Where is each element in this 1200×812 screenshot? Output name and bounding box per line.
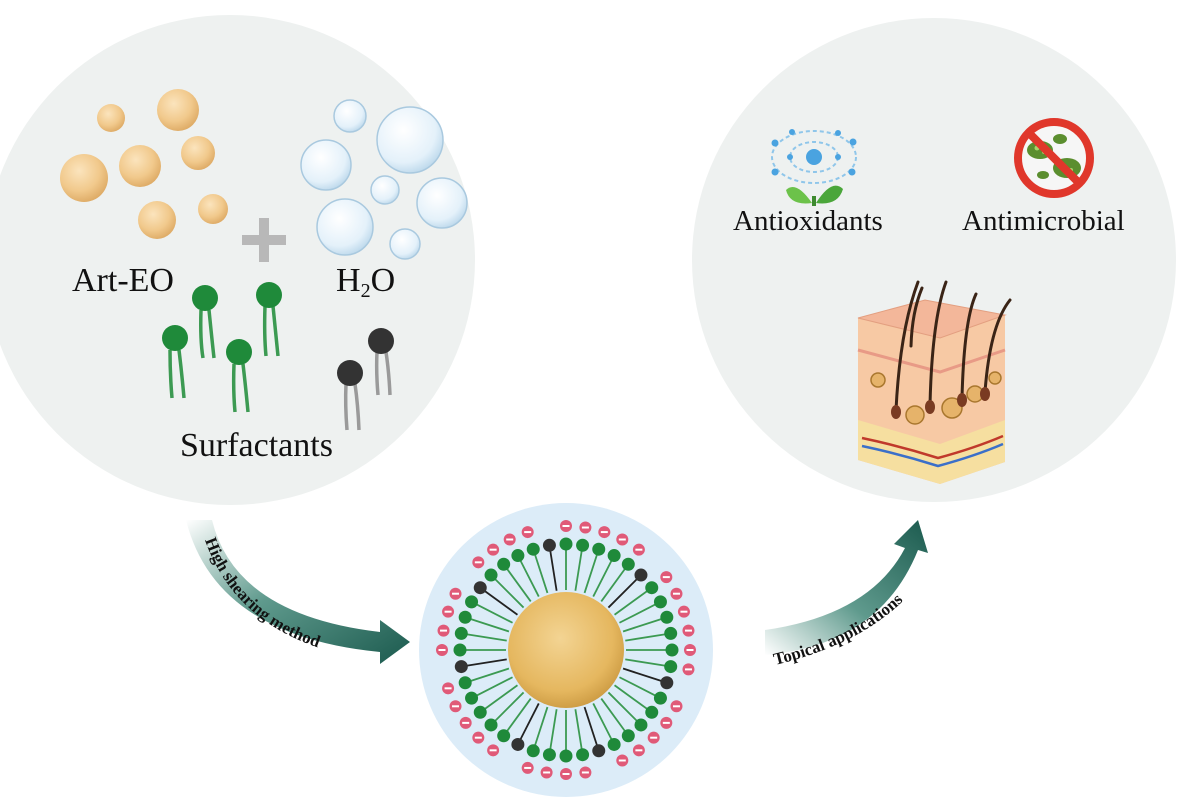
antimicrobial-label: Antimicrobial (962, 205, 1125, 237)
h2o-h: H (336, 262, 361, 299)
no-bacteria-icon (1014, 118, 1094, 198)
water-droplets (300, 99, 468, 260)
topical-arrow (765, 520, 928, 655)
atom-icon (771, 129, 857, 184)
h2o-o: O (370, 262, 396, 299)
h2o-label: H2O (336, 262, 395, 303)
ingredients-panel (0, 15, 475, 505)
high-shearing-label: High shearing method (201, 535, 323, 652)
oil-droplets (60, 89, 228, 239)
nanoemulsion (419, 503, 713, 797)
leaf-icon (786, 185, 843, 206)
h2o-subscript: 2 (360, 280, 371, 302)
high-shearing-arrow (186, 520, 410, 664)
antioxidants-label: Antioxidants (733, 205, 883, 237)
applications-panel (692, 18, 1176, 502)
surfactant-molecules (168, 305, 280, 413)
cosurfactant-molecules (343, 351, 392, 431)
art-eo-label: Art-EO (72, 262, 174, 299)
oil-core (508, 592, 624, 708)
surfactant-shell (436, 520, 696, 780)
skin-icon (857, 280, 1012, 484)
plus-icon (242, 218, 286, 262)
surfactants-label: Surfactants (180, 427, 333, 464)
